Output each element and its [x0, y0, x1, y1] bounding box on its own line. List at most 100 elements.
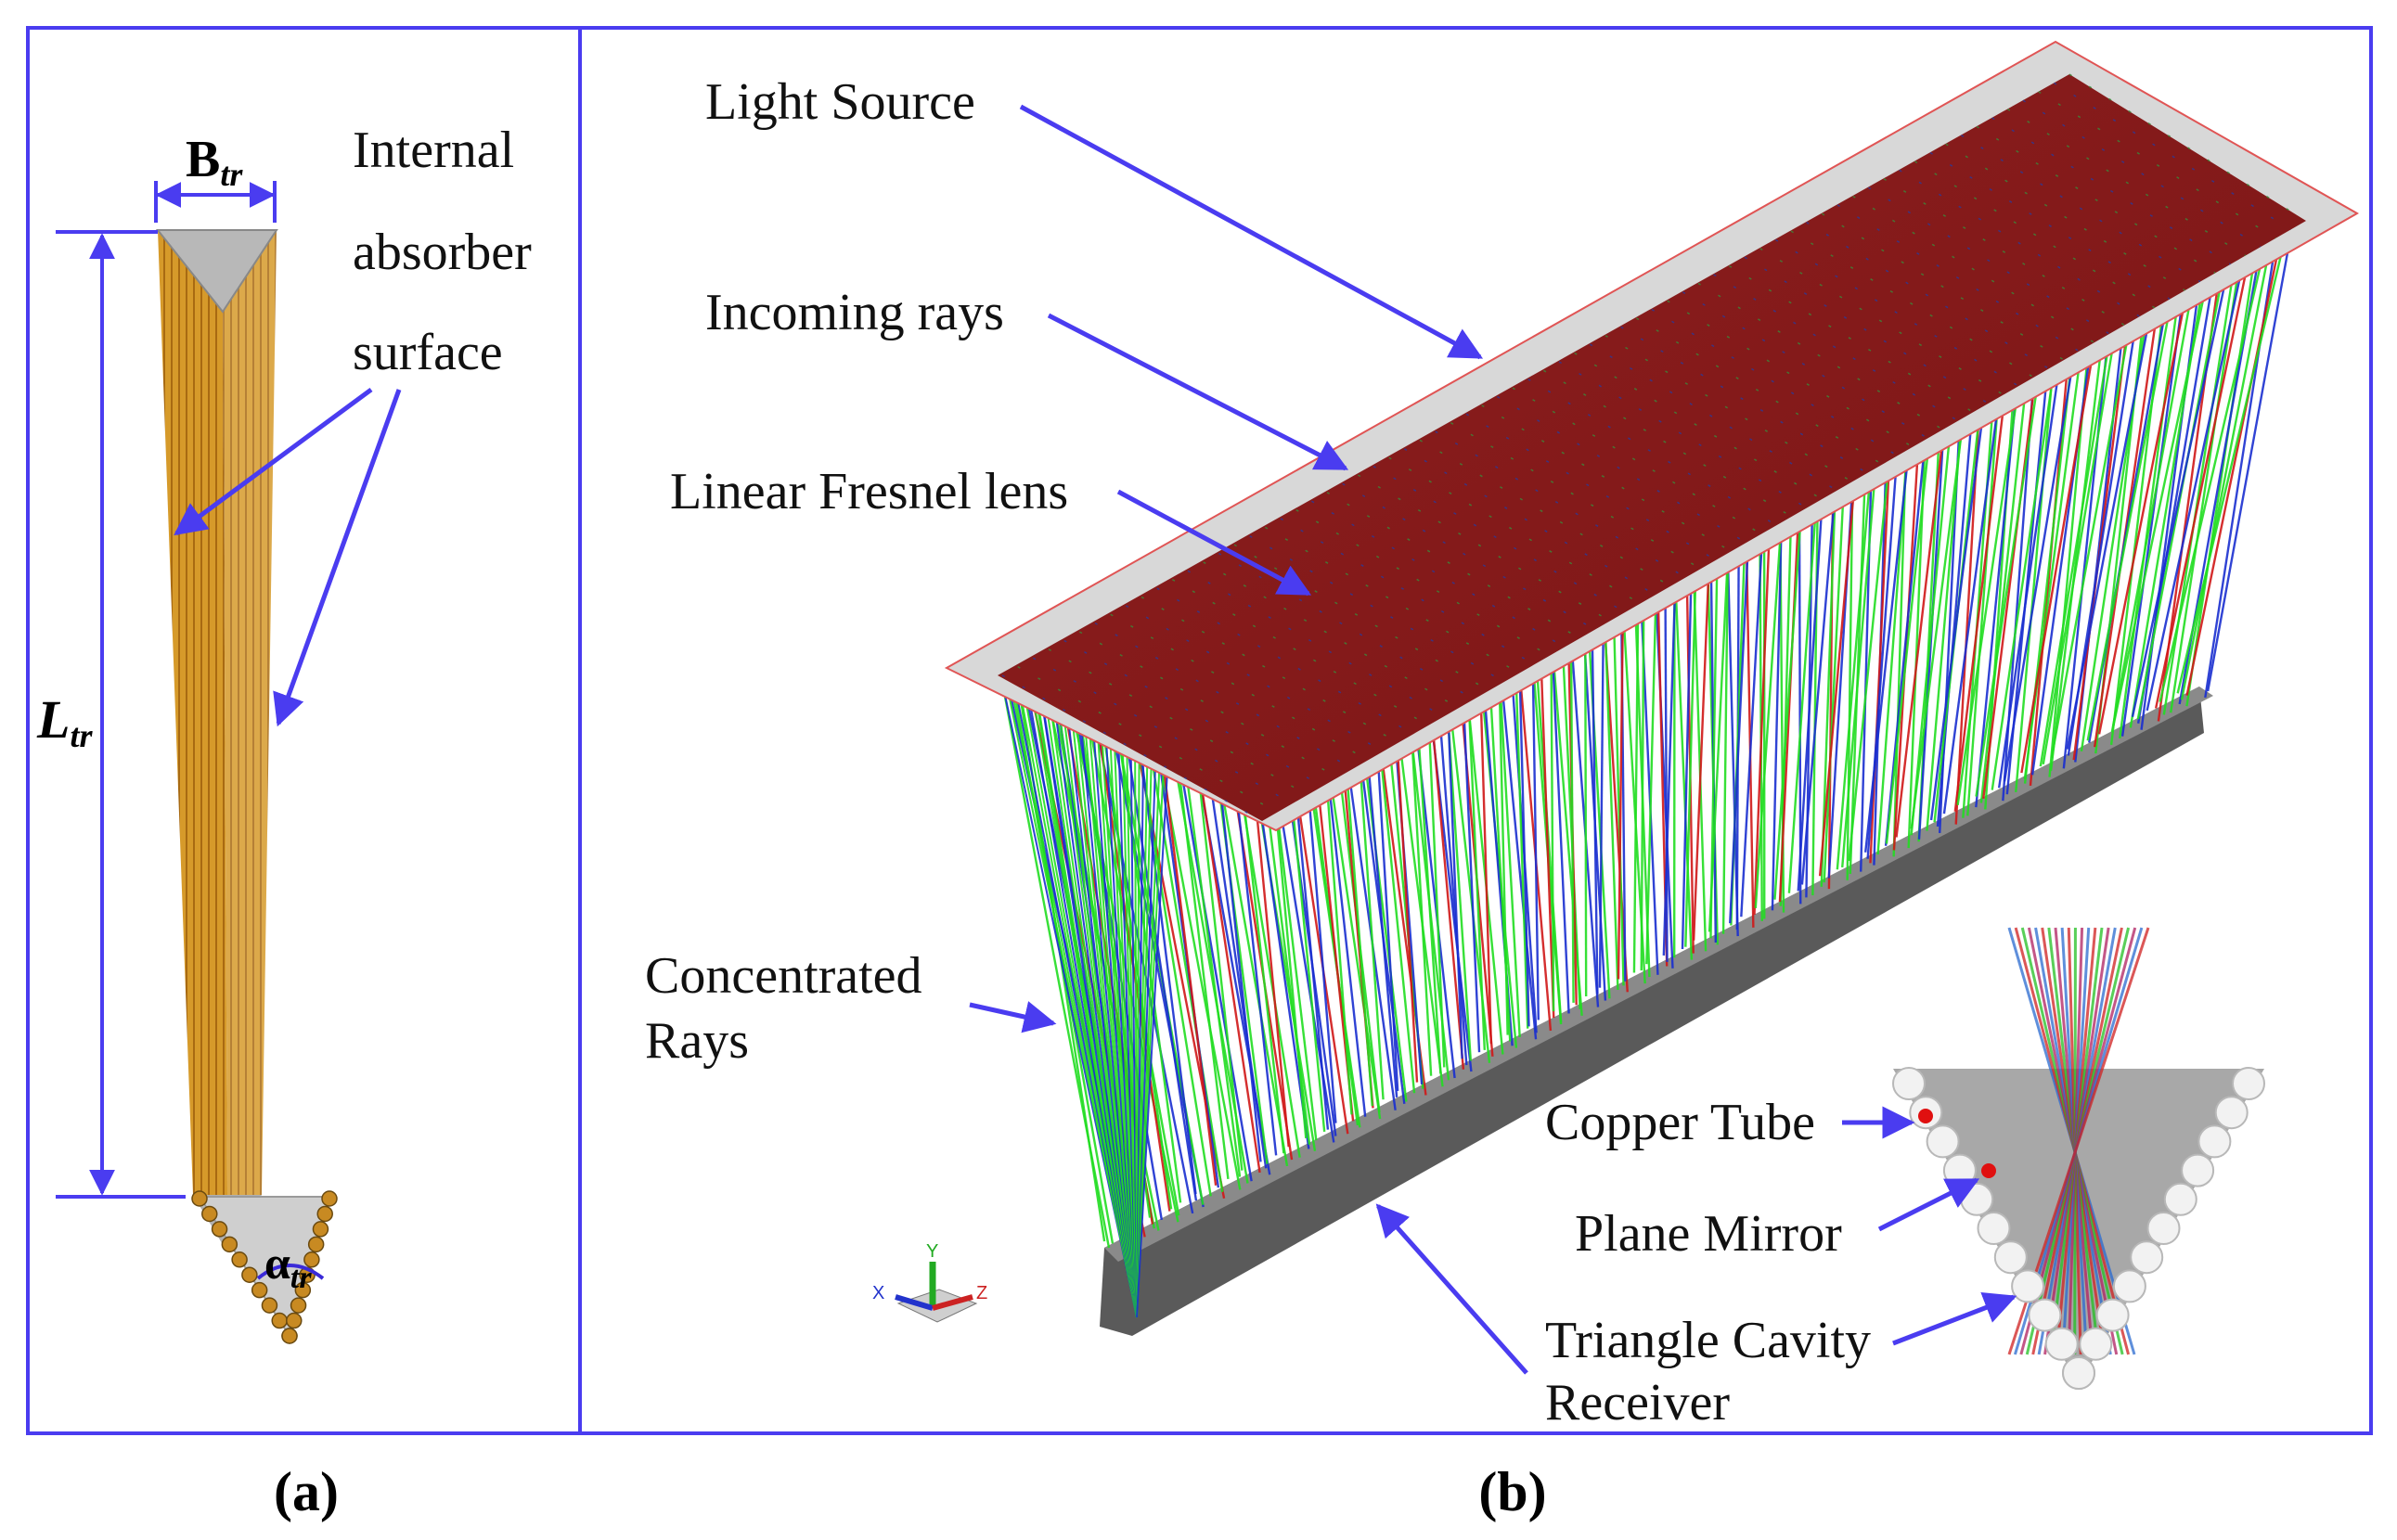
width-label: Btr	[186, 131, 243, 193]
lens-ray-dots	[2006, 108, 2247, 257]
lens-ray-dots	[1914, 160, 2156, 309]
lens-ray-dots	[1527, 379, 1777, 526]
lens-ray-dots	[1203, 561, 1460, 709]
lens-ray-dots	[2022, 99, 2262, 248]
lens-ray-dots	[1481, 404, 1732, 552]
lens-ray-dots	[1929, 151, 2171, 301]
absorber-tube	[312, 1221, 329, 1238]
inset-tube	[2062, 1356, 2095, 1390]
lens-ray-dots	[1001, 73, 2307, 822]
inset-tube	[1977, 1212, 2011, 1245]
caption-a: (a)	[274, 1461, 339, 1522]
length-label: Ltr	[36, 689, 93, 754]
width-dimension	[154, 181, 277, 223]
ray	[2093, 273, 2164, 748]
ray	[2020, 293, 2105, 774]
lens-ray-dots	[1852, 195, 2095, 343]
label-incoming-rays: Incoming rays	[705, 284, 1004, 341]
lens-ray-dots	[1419, 439, 1671, 587]
inset-tube	[2011, 1269, 2045, 1303]
ray	[2180, 234, 2274, 700]
ray	[2042, 287, 2124, 764]
lens-ray-dots	[1759, 248, 2004, 396]
inset-tube	[1892, 1067, 1926, 1100]
lens-ray-dots	[1589, 343, 1837, 492]
lens-ray-dots	[1667, 300, 1914, 448]
lens-ray-dots	[1728, 264, 1974, 413]
absorber-tube	[294, 1281, 312, 1299]
absorber-arrow-1	[174, 387, 373, 536]
absorber-tube	[241, 1266, 258, 1283]
lens-ray-dots	[1960, 135, 2201, 283]
lens-ray-dots	[1171, 579, 1429, 726]
absorber-trough	[155, 229, 331, 1339]
lens-ray-dots	[1326, 492, 1580, 639]
absorber-right-face	[223, 230, 277, 1195]
absorber-tube	[281, 1328, 298, 1344]
absorber-tube	[221, 1236, 238, 1253]
width-subscript: tr	[220, 156, 243, 193]
ray	[2131, 248, 2234, 718]
inset-tube	[1960, 1182, 1994, 1216]
ray	[2080, 276, 2154, 752]
lens-ray-dots	[1774, 238, 2019, 387]
lens-ray-dots	[1264, 526, 1520, 674]
ray	[2162, 246, 2239, 715]
inset-tube	[2197, 1124, 2232, 1159]
ray	[2119, 265, 2184, 739]
lens-ray-dots	[1496, 395, 1747, 544]
lens-ray-dots	[2053, 82, 2292, 231]
absorber-label-line1: Internal	[353, 122, 514, 179]
absorber-tube	[303, 1251, 320, 1268]
lens-ray-dots	[1372, 465, 1626, 613]
absorber-tube	[191, 1190, 208, 1207]
lens-ray-dots	[1744, 256, 1989, 404]
label-copper-tube: Copper Tube	[1545, 1094, 1815, 1151]
receiver-inset	[1892, 927, 2265, 1390]
lens-ray-dots	[1156, 587, 1414, 735]
lens-ray-dots	[1651, 308, 1899, 456]
lens-ray-dots	[1976, 125, 2216, 274]
lens-ray-dots	[1187, 570, 1445, 718]
ray	[2030, 295, 2099, 776]
axis-x-label: X	[872, 1283, 884, 1303]
ray	[1086, 651, 1171, 1212]
inset-tube	[2112, 1269, 2146, 1303]
lens-ray-dots	[1465, 413, 1717, 561]
inset-tubes	[1892, 1067, 2265, 1390]
lens-ray-dots	[1388, 456, 1641, 605]
lens-ray-dots	[1310, 500, 1566, 648]
absorber-tube	[271, 1312, 288, 1329]
ray	[1136, 737, 1170, 1318]
copper-tube-marker	[1918, 1109, 1933, 1123]
lens-ray-dots	[1899, 169, 2141, 317]
inset-tube	[2163, 1182, 2197, 1216]
lens-ray-dots	[1790, 230, 2034, 379]
lens-ray-dots	[2038, 91, 2276, 239]
lens-ray-dots	[1435, 430, 1686, 579]
lens-ray-dots	[1635, 317, 1883, 466]
ray	[2207, 226, 2294, 692]
ray	[2066, 274, 2159, 750]
inset-tube	[2044, 1327, 2079, 1361]
absorber-tube	[211, 1221, 228, 1238]
ray	[2185, 239, 2259, 707]
ray	[2039, 289, 2120, 767]
ray	[2086, 267, 2179, 741]
absorber-tube	[231, 1251, 248, 1268]
lens-ray-dots	[1821, 212, 2065, 361]
label-light-source: Light Source	[705, 73, 975, 131]
lens-ray-dots	[1713, 274, 1959, 422]
label-receiver-1: Triangle Cavity	[1545, 1312, 1871, 1369]
ray	[2159, 236, 2269, 702]
arrow-fresnel-lens	[1116, 489, 1312, 597]
axis-z-label: Z	[976, 1283, 987, 1303]
lens-ray-dots	[1249, 535, 1505, 683]
angle-arc	[256, 1264, 325, 1280]
label-plane-mirror: Plane Mirror	[1575, 1205, 1842, 1263]
arrow-concentrated	[969, 1001, 1057, 1033]
lens-ray-dots	[1991, 117, 2231, 265]
label-receiver-2: Receiver	[1545, 1374, 1730, 1431]
lens-ray-dots	[1883, 178, 2125, 327]
